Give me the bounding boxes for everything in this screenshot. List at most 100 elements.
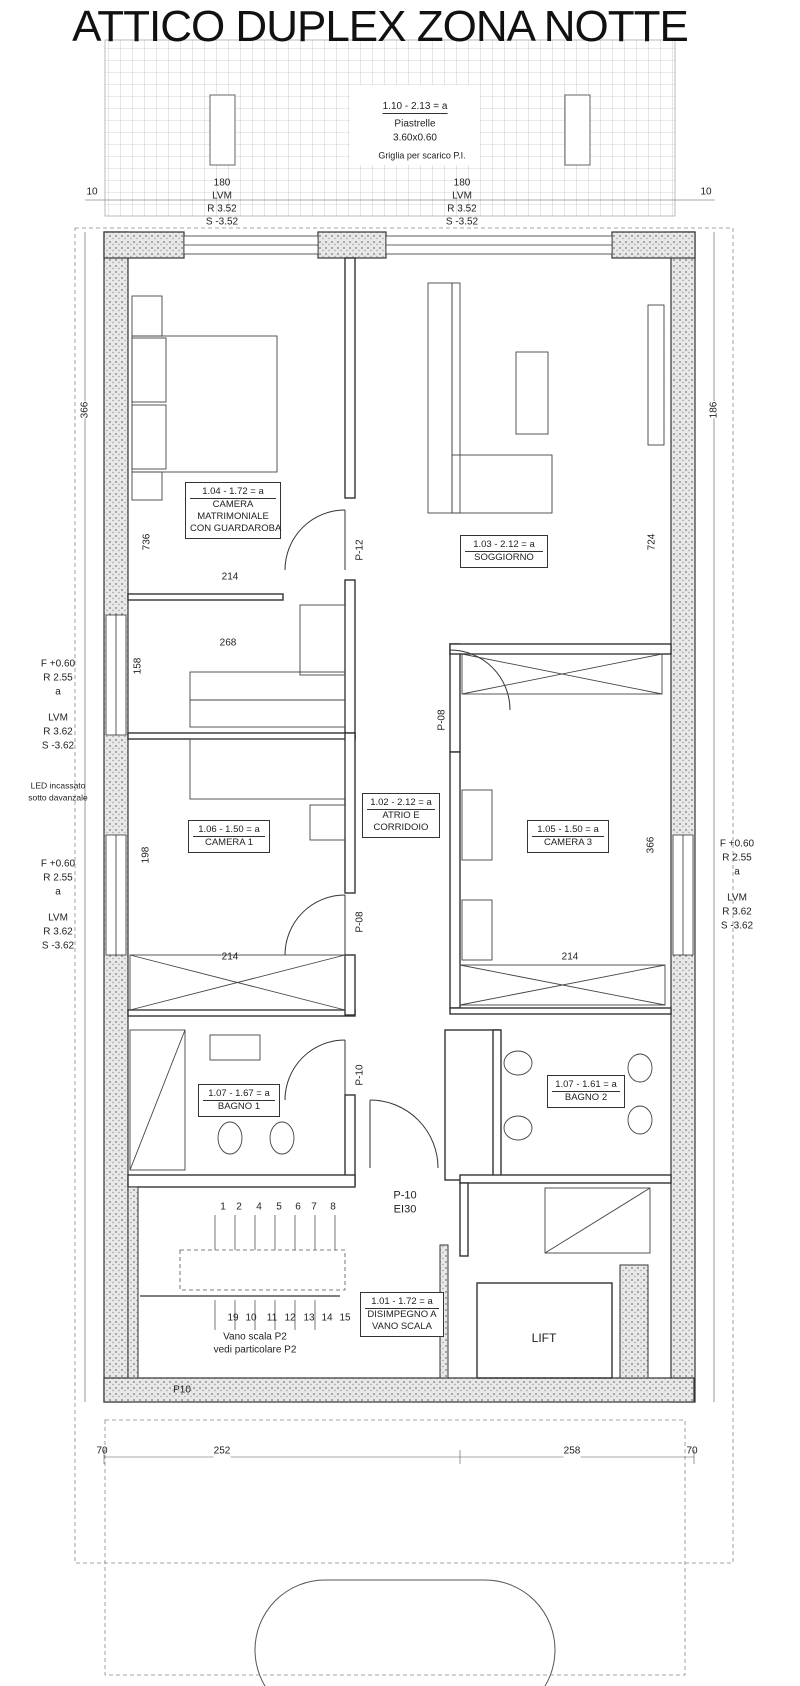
- win-left1-lvm-s: S -3.62: [41, 740, 75, 752]
- dim-198: 198: [140, 846, 152, 864]
- room-name: VANO SCALA: [371, 1321, 432, 1332]
- door-label-p10-stair: P10: [173, 1384, 191, 1396]
- win-right1-lvm-s: S -3.62: [720, 920, 754, 932]
- dim-366-left: 366: [79, 401, 91, 419]
- terrace-label-bg: [350, 85, 480, 165]
- room-label-bagno1: 1.07 - 1.67 = a BAGNO 1: [198, 1084, 280, 1117]
- stair-step: 15: [339, 1312, 351, 1324]
- lift-shaft: [476, 1282, 613, 1379]
- room-label-bagno2: 1.07 - 1.61 = a BAGNO 2: [547, 1075, 625, 1108]
- win-top-left-r: R 3.52: [207, 203, 237, 215]
- win-right1-a: a: [734, 866, 740, 878]
- room-name: CON GUARDAROBA: [190, 523, 282, 534]
- camera1-furniture: [129, 738, 346, 1011]
- win-top-left-type: LVM: [212, 190, 232, 202]
- door-label-ei30: EI30: [393, 1203, 417, 1216]
- room-tag: 1.04 - 1.72 = a: [190, 486, 276, 499]
- win-top-right-s: S -3.52: [445, 216, 479, 228]
- stair-wall-lower: [127, 1186, 139, 1379]
- win-top-left-width: 180: [213, 177, 231, 189]
- lift-label: LIFT: [531, 1331, 557, 1345]
- page-title: ATTICO DUPLEX ZONA NOTTE: [72, 2, 689, 51]
- stair-step: 19: [227, 1312, 239, 1324]
- dim-214-master: 214: [221, 571, 239, 583]
- garden-outline: [104, 1419, 686, 1676]
- stair-step: 5: [276, 1201, 282, 1213]
- dim-736: 736: [141, 533, 153, 551]
- window-glass-lines: [115, 244, 684, 955]
- bagno2-fixtures: [503, 1050, 653, 1254]
- door-label-p12: P-12: [354, 539, 366, 561]
- win-left2-a: a: [55, 886, 61, 898]
- win-left2-lvm: LVM: [48, 912, 68, 924]
- door-label-p10-entry: P-10: [393, 1189, 417, 1202]
- stair-step: 8: [330, 1201, 336, 1213]
- win-right1-r: R 2.55: [722, 852, 752, 864]
- stair-step: 6: [295, 1201, 301, 1213]
- stair-step: 12: [284, 1312, 296, 1324]
- win-left2-lvm-s: S -3.62: [41, 940, 75, 952]
- room-name: BAGNO 1: [217, 1101, 261, 1112]
- camera3-furniture: [459, 653, 666, 1006]
- room-name: CAMERA: [212, 499, 254, 510]
- stair-step: 13: [303, 1312, 315, 1324]
- room-name: MATRIMONIALE: [197, 511, 269, 522]
- closet-wardrobe: [189, 604, 346, 728]
- room-tag: 1.02 - 2.12 = a: [367, 797, 435, 810]
- master-bed: [131, 295, 278, 501]
- room-tag: 1.05 - 1.50 = a: [532, 824, 604, 837]
- terrace-grate-left: [209, 94, 236, 166]
- win-left2-r: R 2.55: [43, 872, 73, 884]
- dim-258: 258: [563, 1444, 581, 1458]
- stair-label-2: vedi particolare P2: [213, 1343, 297, 1357]
- dim-268: 268: [219, 637, 237, 649]
- room-tag: 1.01 - 1.72 = a: [365, 1296, 439, 1309]
- terrace-grid-note: Griglia per scarico P.I.: [378, 150, 466, 161]
- win-left1-lvm: LVM: [48, 712, 68, 724]
- win-top-right-width: 180: [453, 177, 471, 189]
- terrace-grate-right: [564, 94, 591, 166]
- outer-outline: [74, 227, 734, 1564]
- win-left1-f: F +0.60: [40, 658, 76, 670]
- stair-step: 14: [321, 1312, 333, 1324]
- win-left1-r: R 2.55: [43, 672, 73, 684]
- room-label-atrio: 1.02 - 2.12 = a ATRIO E CORRIDOIO: [362, 793, 440, 838]
- dim-top-right-edge: 10: [700, 186, 712, 198]
- stair-step: 10: [245, 1312, 257, 1324]
- win-right1-f: F +0.60: [719, 838, 755, 850]
- dim-724: 724: [646, 533, 658, 551]
- led-note-1: LED incassato: [30, 780, 86, 791]
- stair-step: 2: [236, 1201, 242, 1213]
- win-left2-f: F +0.60: [40, 858, 76, 870]
- room-name: ATRIO E: [382, 810, 420, 821]
- stair-step: 4: [256, 1201, 262, 1213]
- interior-walls: [127, 257, 672, 1257]
- win-right1-lvm: LVM: [727, 892, 747, 904]
- room-name: SOGGIORNO: [474, 552, 534, 563]
- terrace-tile-label: Piastrelle: [394, 118, 436, 130]
- dim-214-cam1: 214: [221, 951, 239, 963]
- win-right1-lvm-r: R 3.62: [722, 906, 752, 918]
- dim-158-closet: 158: [132, 657, 144, 675]
- led-note-2: sotto davanzale: [28, 792, 88, 803]
- win-left2-lvm-r: R 3.62: [43, 926, 73, 938]
- bagno1-fixtures: [129, 1029, 295, 1171]
- win-top-right-type: LVM: [452, 190, 472, 202]
- dim-366-cam3: 366: [645, 836, 657, 854]
- garden-oval: [254, 1579, 556, 1686]
- room-label-camera3: 1.05 - 1.50 = a CAMERA 3: [527, 820, 609, 853]
- room-label-camera1: 1.06 - 1.50 = a CAMERA 1: [188, 820, 270, 853]
- room-name: DISIMPEGNO A: [367, 1309, 437, 1320]
- dim-214-cam3: 214: [561, 951, 579, 963]
- room-label-soggiorno: 1.03 - 2.12 = a SOGGIORNO: [460, 535, 548, 568]
- living-sofa: [427, 282, 665, 514]
- room-tag: 1.03 - 2.12 = a: [465, 539, 543, 552]
- win-left1-lvm-r: R 3.62: [43, 726, 73, 738]
- win-top-left-s: S -3.52: [205, 216, 239, 228]
- room-name: CORRIDOIO: [373, 822, 429, 833]
- terrace-tag: 1.10 - 2.13 = a: [382, 101, 448, 114]
- dim-186-right: 186: [708, 401, 720, 419]
- win-top-right-r: R 3.52: [447, 203, 477, 215]
- lift-wall: [619, 1264, 649, 1379]
